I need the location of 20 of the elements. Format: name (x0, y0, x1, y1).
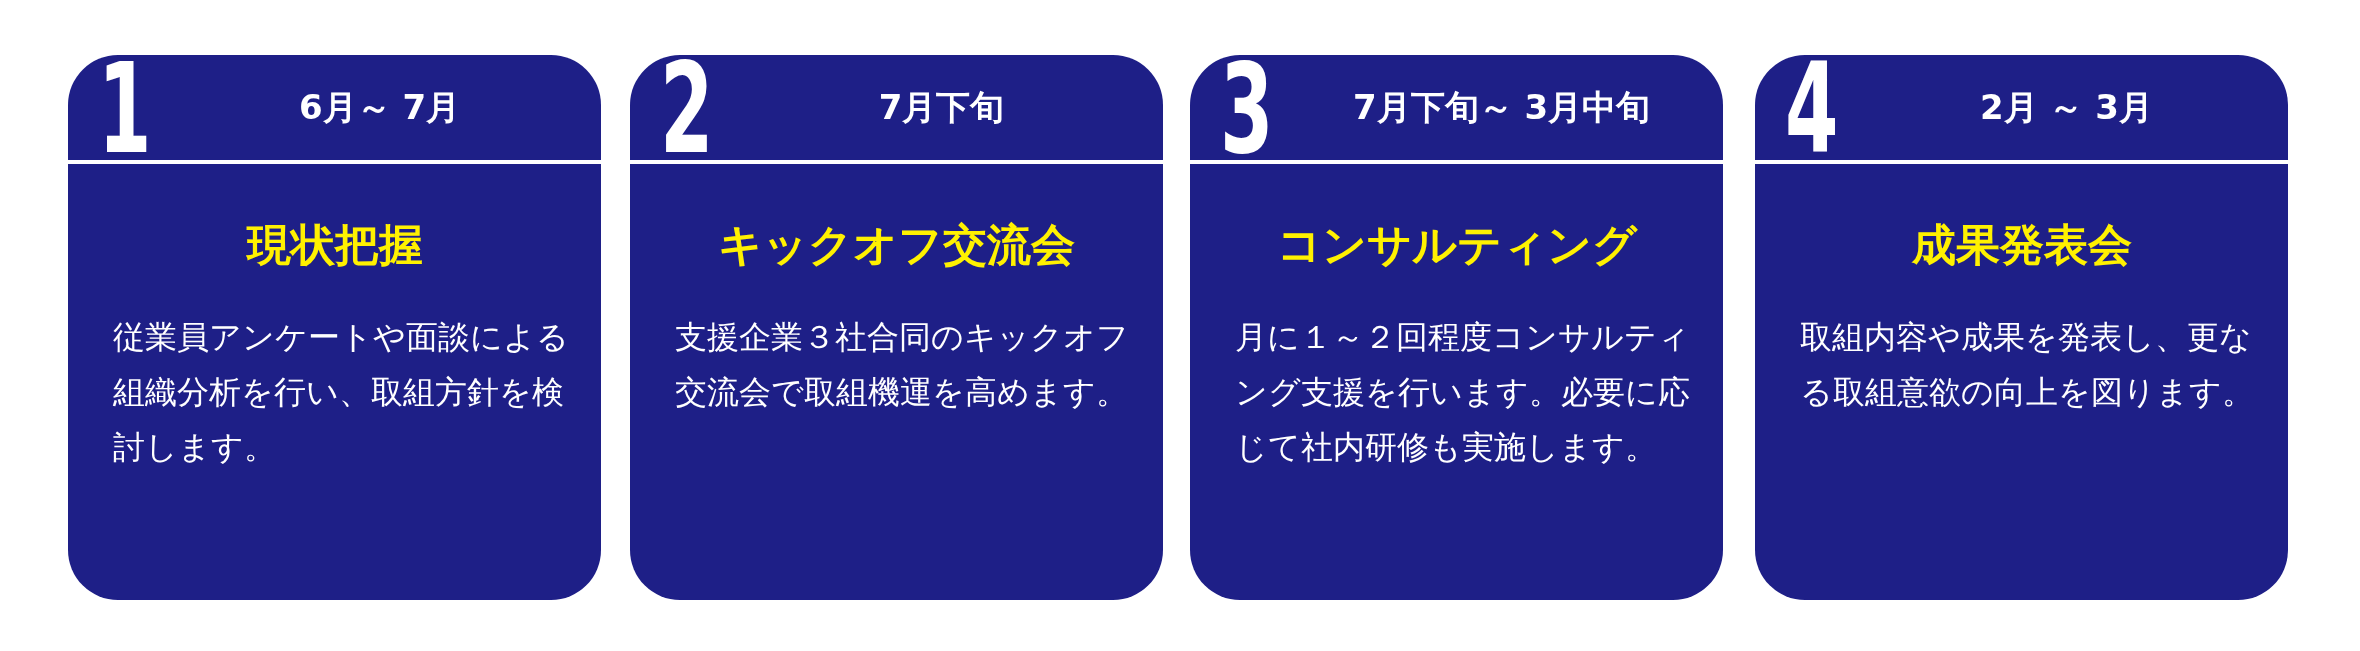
step-number: 4 (1785, 53, 1835, 165)
step-title: キックオフ交流会 (717, 218, 1076, 272)
period-label: 7月下旬 (877, 86, 1006, 129)
step-title: 成果発表会 (1910, 218, 2133, 272)
period-label: 2月 ～ 3月 (1979, 86, 2154, 129)
step-description: 月に１～２回程度コンサルティング支援を行います。必要に応じて社内研修も実施します。 (1235, 317, 1691, 468)
step-number: 1 (98, 53, 148, 165)
step-card (630, 55, 1163, 600)
step-title: 現状把握 (245, 218, 424, 272)
step-description: 従業員アンケートや面談による組織分析を行い、取組方針を検討します。 (113, 317, 570, 468)
step-number: 2 (660, 53, 710, 165)
step-description: 支援企業３社合同のキックオフ交流会で取組機運を高めます。 (675, 317, 1130, 413)
step-title: コンサルティング (1275, 218, 1639, 272)
period-label: 6月～ 7月 (297, 86, 462, 129)
step-card (1190, 55, 1723, 600)
step-number: 3 (1220, 53, 1270, 165)
period-label: 7月下旬～ 3月中旬 (1351, 86, 1652, 129)
step-card (1755, 55, 2288, 600)
step-card (68, 55, 601, 600)
step-description: 取組内容や成果を発表し、更なる取組意欲の向上を図ります。 (1800, 317, 2255, 413)
